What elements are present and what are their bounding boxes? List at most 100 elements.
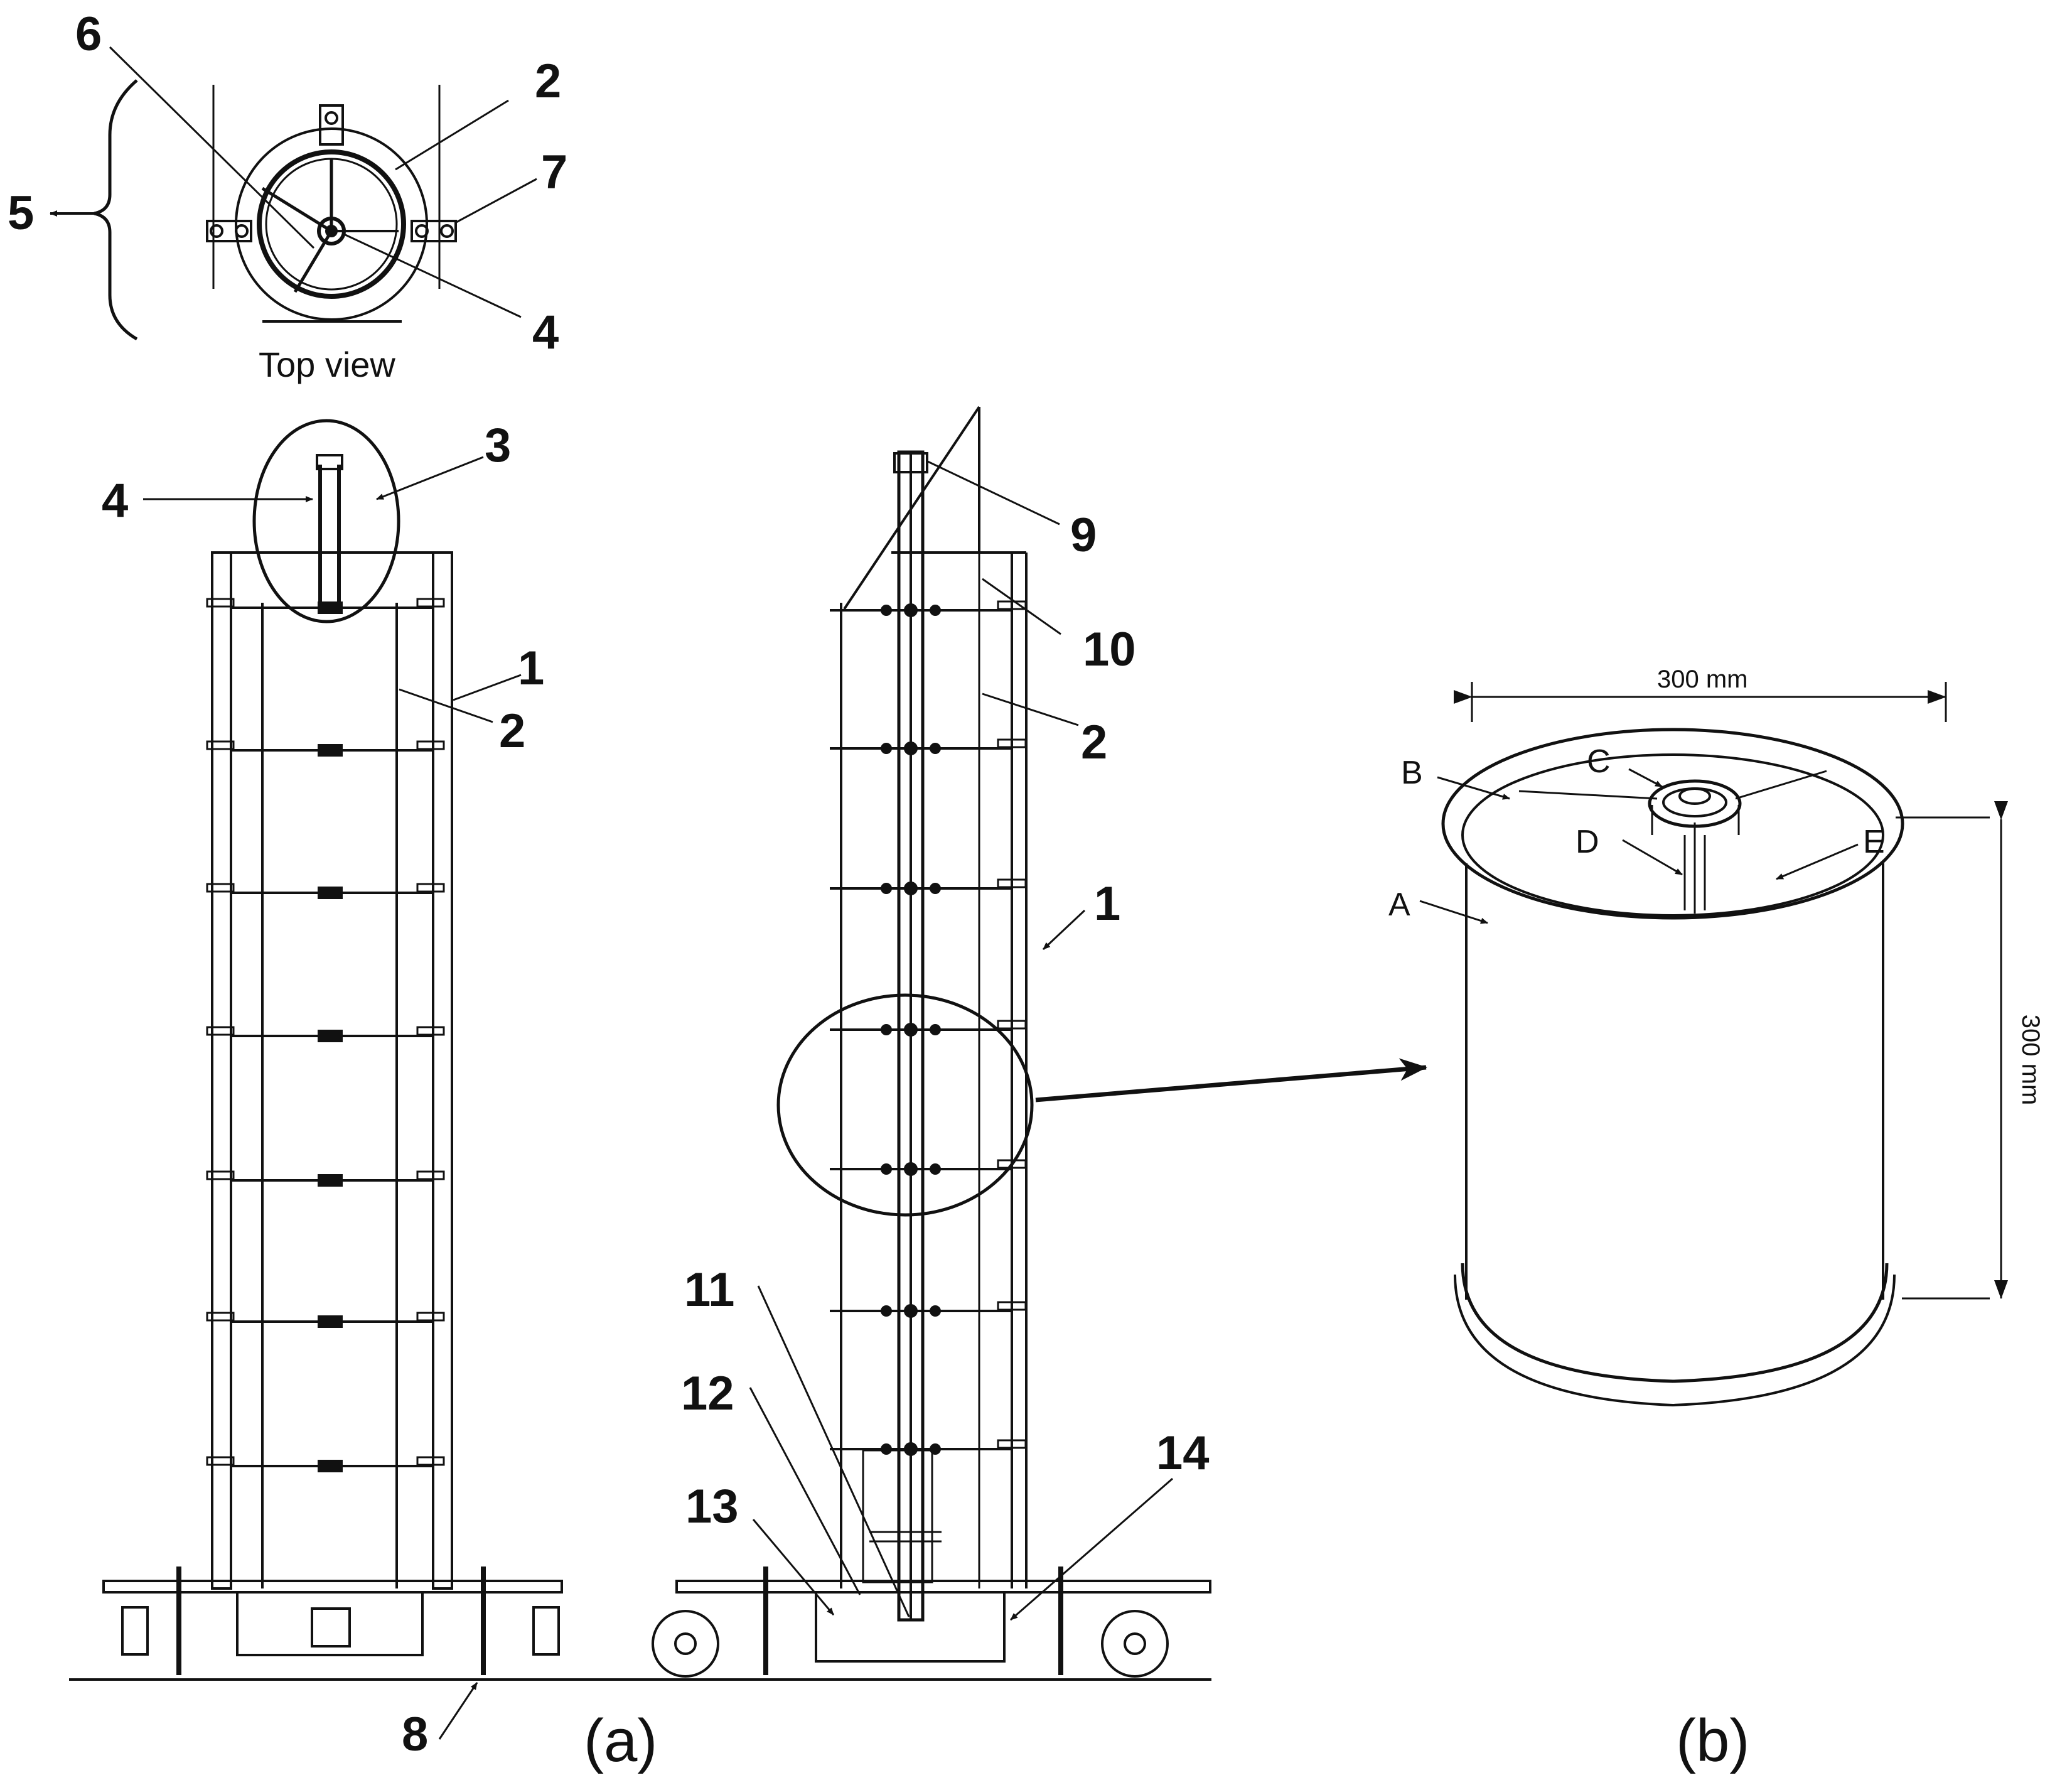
front-ring-clamp: [318, 887, 343, 899]
leader-6: [109, 46, 315, 249]
front-caster: [121, 1606, 149, 1656]
side-ring-joint: [881, 1443, 892, 1455]
front-ring-bracket-left: [206, 1026, 235, 1036]
side-view: [652, 406, 1427, 1678]
side-ring-joint: [881, 1305, 892, 1317]
side-ring-joint: [881, 883, 892, 894]
front-ring-bracket-left: [206, 1456, 235, 1466]
label-4-front: 4: [102, 474, 128, 527]
front-ring-bracket-left: [206, 740, 235, 750]
dim-width-label: 300 mm: [1657, 666, 1748, 693]
side-ring-joint: [904, 882, 918, 895]
front-ring-bracket-right: [416, 1026, 445, 1036]
front-ring-bracket-left: [206, 598, 235, 608]
arrow-C: [1628, 768, 1663, 788]
front-ring-bracket-right: [416, 883, 445, 893]
side-ring-joint: [930, 1163, 941, 1175]
arrow-B: [1437, 776, 1510, 800]
brace-5: [94, 79, 138, 341]
front-ring-bracket-right: [416, 598, 445, 608]
top-view-right-bolt: [415, 224, 429, 238]
top-view-top-bolt: [325, 111, 338, 125]
arrow-13: [752, 1519, 835, 1615]
front-base-valve: [311, 1607, 351, 1647]
top-view-spoke: [261, 186, 333, 233]
front-ring-bracket-left: [206, 1170, 235, 1180]
module-top-flange-inner: [1461, 753, 1884, 917]
dim-height-label: 300 mm: [2017, 1015, 2044, 1106]
front-ring-bracket-left: [206, 1312, 235, 1322]
side-wheel-right: [1101, 1610, 1169, 1678]
front-ring-bracket-left: [206, 883, 235, 893]
side-ring-bracket: [997, 738, 1027, 748]
front-ring-bracket-right: [416, 1170, 445, 1180]
label-10: 10: [1083, 623, 1136, 676]
part-label-B: B: [1401, 755, 1423, 791]
top-view-top-clamp: [319, 104, 344, 146]
label-7: 7: [541, 146, 567, 199]
leader-9: [927, 460, 1060, 526]
detail-callout-arrow: [1035, 1058, 1427, 1103]
label-2-side: 2: [1081, 716, 1107, 769]
panel-label-a: (a): [584, 1707, 657, 1774]
leader-2-front: [399, 688, 493, 723]
leader-12: [749, 1387, 861, 1595]
module-bottom-flange: [1461, 1263, 1889, 1383]
front-caster: [532, 1606, 560, 1656]
side-detail-ellipse: [776, 993, 1034, 1217]
side-ring-joint: [881, 1163, 892, 1175]
label-11: 11: [684, 1263, 734, 1317]
top-view-spoke: [293, 230, 333, 293]
front-ring-bracket-right: [416, 740, 445, 750]
part-label-A: A: [1388, 887, 1410, 923]
front-ring-bracket-right: [416, 1312, 445, 1322]
side-base-tank: [815, 1591, 1006, 1663]
side-ring-joint: [881, 743, 892, 754]
side-ring-bracket: [997, 878, 1027, 888]
module-hub-cap: [1678, 787, 1711, 805]
side-wheel-left: [652, 1610, 719, 1678]
part-label-D: D: [1575, 824, 1599, 860]
front-view: [69, 419, 1211, 1740]
arrow-D: [1622, 839, 1683, 876]
front-ring-clamp: [318, 1315, 343, 1328]
column-module: [1419, 682, 2008, 1407]
arrow-14: [1010, 1477, 1173, 1621]
front-base-box: [236, 1591, 424, 1656]
label-2-front: 2: [499, 704, 525, 758]
leader-4-top: [343, 233, 522, 318]
label-3: 3: [485, 419, 511, 472]
side-ring-joint: [881, 605, 892, 616]
front-ring-clamp: [318, 744, 343, 757]
top-view-inner-column-wall: [265, 158, 398, 291]
front-ring-bracket-right: [416, 1456, 445, 1466]
label-13: 13: [685, 1480, 739, 1533]
side-ring-joint: [904, 1023, 918, 1037]
front-ring-clamp: [318, 1030, 343, 1042]
front-detail-ellipse: [252, 419, 400, 623]
side-ring-joint: [930, 1443, 941, 1455]
side-ring-joint: [930, 883, 941, 894]
side-wheel-right-hub: [1124, 1632, 1146, 1655]
side-ring-joint: [930, 1024, 941, 1035]
label-8: 8: [402, 1708, 428, 1761]
label-1-front: 1: [518, 642, 544, 695]
side-ring-joint: [930, 605, 941, 616]
side-ring-joint: [930, 1305, 941, 1317]
side-shaft-cap: [893, 452, 928, 473]
module-top-flange-outer: [1441, 728, 1904, 920]
front-port-cap: [316, 454, 343, 470]
label-4-top: 4: [532, 306, 559, 359]
front-base-platform: [102, 1580, 563, 1594]
front-frame-left-post: [211, 551, 232, 1590]
arrow-8: [438, 1682, 478, 1740]
side-ring-bracket: [997, 600, 1027, 610]
leader-2-top: [395, 99, 509, 171]
top-view-right-bolt: [440, 224, 454, 238]
top-view: [50, 46, 537, 341]
side-ring-joint: [904, 742, 918, 755]
side-ring-joint: [904, 1162, 918, 1176]
module-spoke: [1735, 770, 1827, 800]
label-2-top: 2: [535, 55, 561, 108]
